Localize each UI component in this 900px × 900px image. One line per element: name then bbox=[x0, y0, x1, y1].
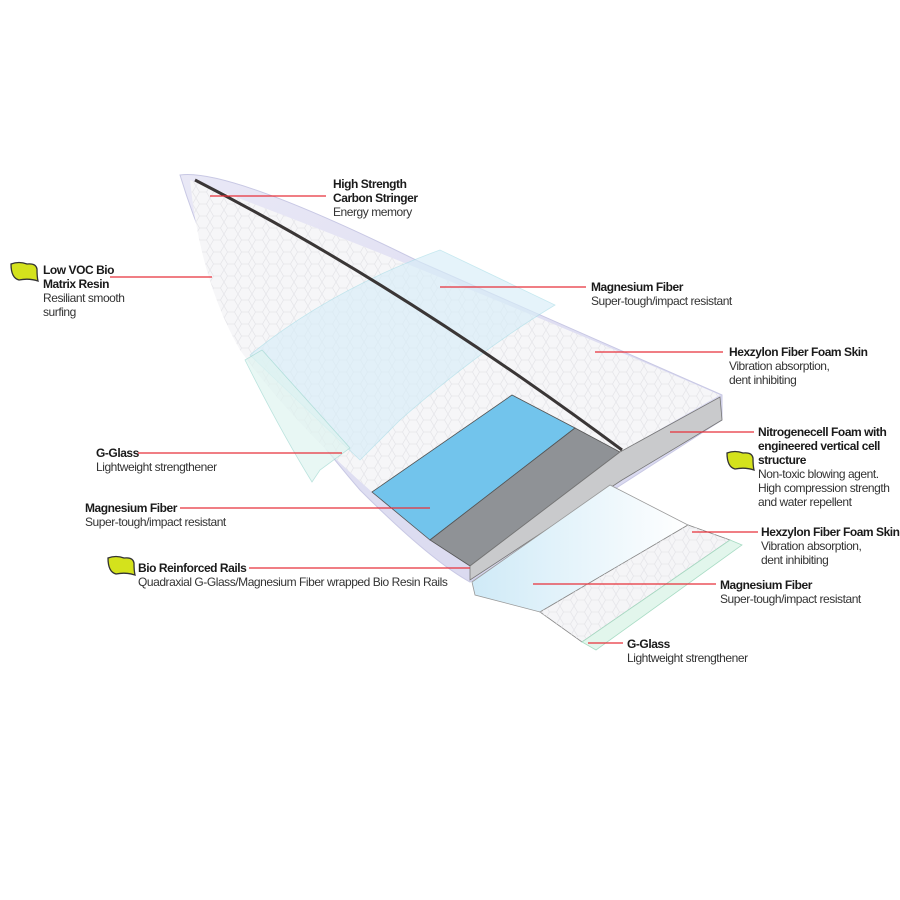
callout-g-glass-left: G-Glass Lightweight strengthener bbox=[96, 446, 217, 474]
callout-desc: surfing bbox=[43, 305, 76, 319]
callout-desc: Vibration absorption, bbox=[729, 359, 830, 373]
callout-g-glass-bottom: G-Glass Lightweight strengthener bbox=[627, 637, 748, 665]
leader-lines bbox=[110, 195, 758, 644]
callout-hexzylon-bottom: Hexzylon Fiber Foam Skin Vibration absor… bbox=[761, 525, 900, 567]
callout-title: Matrix Resin bbox=[43, 277, 109, 291]
eco-leaf-icon bbox=[726, 450, 755, 471]
callout-hexzylon-top: Hexzylon Fiber Foam Skin Vibration absor… bbox=[729, 345, 868, 387]
callout-bio-rails: Bio Reinforced Rails Quadraxial G-Glass/… bbox=[138, 561, 448, 589]
callout-magnesium-bottom: Magnesium Fiber Super-tough/impact resis… bbox=[720, 578, 861, 606]
callout-desc: Quadraxial G-Glass/Magnesium Fiber wrapp… bbox=[138, 575, 448, 589]
callout-title: Nitrogenecell Foam with bbox=[758, 425, 887, 439]
callout-title: Magnesium Fiber bbox=[591, 280, 683, 294]
callout-title: Bio Reinforced Rails bbox=[138, 561, 247, 575]
callout-bio-resin: Low VOC Bio Matrix Resin Resiliant smoot… bbox=[43, 263, 125, 319]
eco-leaf-icon bbox=[107, 555, 136, 576]
bottom-g-glass-layer bbox=[581, 539, 743, 651]
carbon-stringer bbox=[194, 178, 623, 452]
callout-desc: dent inhibiting bbox=[761, 553, 829, 567]
callout-foam-core: Nitrogenecell Foam with engineered verti… bbox=[758, 425, 890, 509]
callout-title: Magnesium Fiber bbox=[720, 578, 812, 592]
callout-magnesium-left: Magnesium Fiber Super-tough/impact resis… bbox=[85, 501, 226, 529]
callout-desc: dent inhibiting bbox=[729, 373, 797, 387]
eco-leaf-icon bbox=[10, 261, 39, 282]
callout-desc: High compression strength bbox=[758, 481, 890, 495]
callout-desc: Super-tough/impact resistant bbox=[720, 592, 861, 606]
callout-desc: Vibration absorption, bbox=[761, 539, 862, 553]
callout-desc: Super-tough/impact resistant bbox=[85, 515, 226, 529]
callout-title: Low VOC Bio bbox=[43, 263, 115, 277]
callout-title: High Strength bbox=[333, 177, 407, 191]
callout-title: Hexzylon Fiber Foam Skin bbox=[761, 525, 900, 539]
callout-title: Hexzylon Fiber Foam Skin bbox=[729, 345, 868, 359]
callout-desc: Energy memory bbox=[333, 205, 412, 219]
callout-title: Magnesium Fiber bbox=[85, 501, 177, 515]
callout-magnesium-top: Magnesium Fiber Super-tough/impact resis… bbox=[591, 280, 732, 308]
callout-title: structure bbox=[758, 453, 806, 467]
magnesium-fiber-layer bbox=[249, 249, 556, 461]
callout-desc: Lightweight strengthener bbox=[96, 460, 217, 474]
callout-desc: Non-toxic blowing agent. bbox=[758, 467, 879, 481]
callout-desc: Resiliant smooth bbox=[43, 291, 125, 305]
callout-title: Carbon Stringer bbox=[333, 191, 418, 205]
callout-desc: Super-tough/impact resistant bbox=[591, 294, 732, 308]
callout-title: engineered vertical cell bbox=[758, 439, 880, 453]
foam-core-side bbox=[469, 396, 723, 581]
callout-desc: and water repellent bbox=[758, 495, 852, 509]
callout-title: G-Glass bbox=[627, 637, 670, 651]
callout-desc: Lightweight strengthener bbox=[627, 651, 748, 665]
callout-title: G-Glass bbox=[96, 446, 139, 460]
g-glass-layer bbox=[244, 349, 351, 483]
callout-carbon-stringer: High Strength Carbon Stringer Energy mem… bbox=[333, 177, 418, 219]
